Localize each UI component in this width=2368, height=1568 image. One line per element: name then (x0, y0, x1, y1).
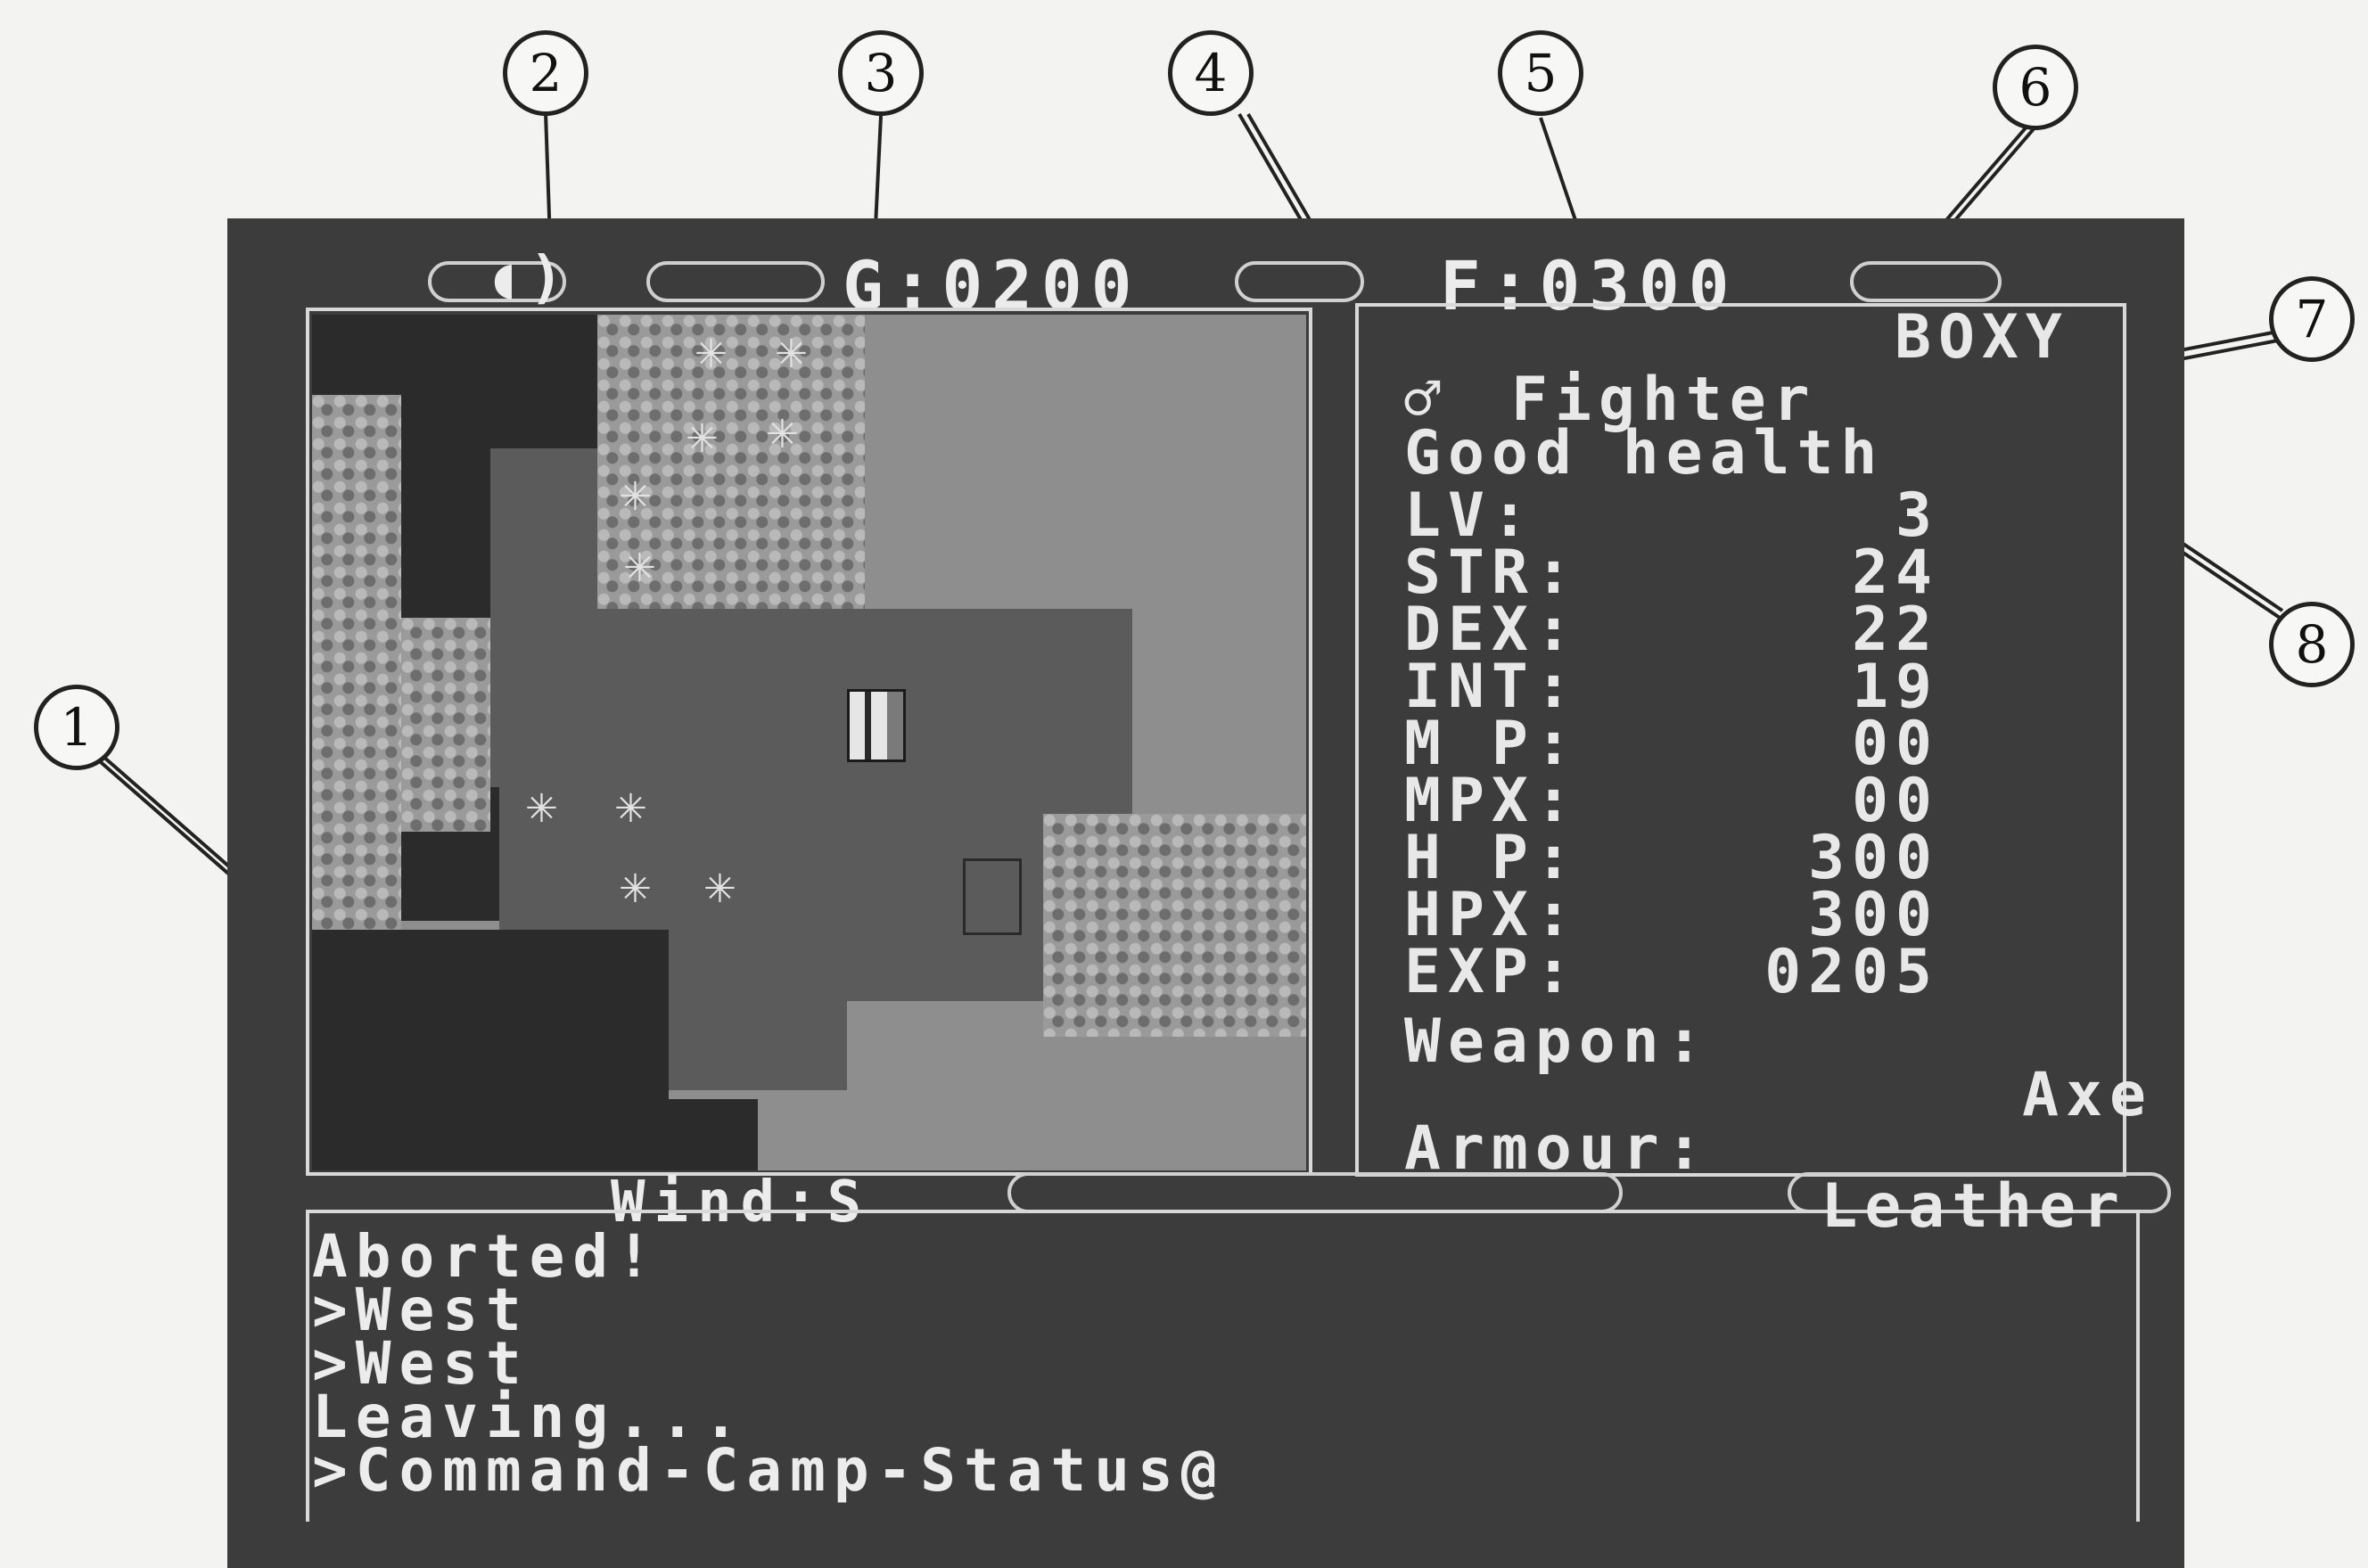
callout-7: 7 (2269, 276, 2355, 362)
tree-icon: ✳ (624, 533, 655, 594)
tree-icon: ✳ (687, 404, 718, 464)
armour-label: Armour: (1404, 1113, 1710, 1184)
gender-symbol: ♂ (1404, 365, 1448, 435)
hud-capsule (428, 261, 566, 302)
callout-6: 6 (1993, 45, 2078, 130)
hud-capsule (1235, 261, 1364, 302)
character-class: Fighter (1511, 365, 1817, 435)
stat-value: 0205 (1764, 937, 1939, 1007)
rocky-ground-tile (312, 395, 401, 939)
stat-label: DEX: (1404, 595, 1579, 665)
stat-value: 300 (1808, 880, 1939, 950)
character-name: BOXY (1895, 302, 2069, 373)
tree-icon: ✳ (526, 774, 557, 834)
tree-icon: ✳ (695, 319, 727, 380)
weapon-label: Weapon: (1404, 1006, 1710, 1077)
tree-icon: ✳ (704, 854, 736, 915)
status-frame (1355, 303, 2126, 1177)
stat-value: 22 (1852, 595, 1939, 665)
deep-water-tile (312, 1099, 758, 1170)
stat-value: 00 (1852, 709, 1939, 779)
stat-value: 3 (1895, 480, 1939, 551)
callout-5: 5 (1498, 30, 1583, 116)
callout-3: 3 (838, 30, 924, 116)
log-line: Aborted! (312, 1222, 660, 1291)
stat-value: 300 (1808, 823, 1939, 893)
hud-capsule (646, 261, 825, 302)
tree-icon: ✳ (615, 774, 646, 834)
stat-label: STR: (1404, 538, 1579, 608)
game-screen: ◖) G:0200 F:0300 ✳ ✳ ✳ ✳ ✳ ✳ ✳ ✳ ✳ ✳ BOX… (227, 218, 2184, 1568)
stat-label: INT: (1404, 652, 1579, 722)
callout-2: 2 (503, 30, 588, 116)
tree-icon: ✳ (620, 854, 651, 915)
log-line: >West (312, 1276, 530, 1344)
armour-value: Leather (1821, 1171, 2126, 1242)
stat-label: HPX: (1404, 880, 1579, 950)
stat-value: 24 (1852, 538, 1939, 608)
rocky-ground-tile (1043, 814, 1306, 1037)
wind-indicator: Wind:S (611, 1170, 871, 1236)
log-line: >West (312, 1329, 530, 1398)
weapon-value: Axe (2022, 1060, 2153, 1130)
stat-label: MPX: (1404, 766, 1579, 836)
callout-8: 8 (2269, 602, 2355, 687)
grassland-tile (669, 1001, 847, 1090)
message-log-frame (306, 1210, 2140, 1522)
stat-value: 19 (1852, 652, 1939, 722)
forest-ground-tile (597, 315, 865, 609)
stat-label: H P: (1404, 823, 1579, 893)
map-frame (306, 308, 1312, 1176)
speaker-icon[interactable]: ◖) (486, 245, 573, 311)
stat-label: M P: (1404, 709, 1579, 779)
stat-label: EXP: (1404, 937, 1579, 1007)
callout-4: 4 (1168, 30, 1254, 116)
player-character-icon (847, 689, 906, 762)
tree-icon: ✳ (767, 399, 798, 460)
hud-capsule (1007, 1172, 1623, 1213)
health-status: Good health (1404, 418, 1885, 488)
callout-1: 1 (34, 685, 119, 770)
tree-icon: ✳ (776, 319, 807, 380)
tree-icon: ✳ (620, 462, 651, 522)
stat-label: LV: (1404, 480, 1535, 551)
world-map[interactable]: ✳ ✳ ✳ ✳ ✳ ✳ ✳ ✳ ✳ ✳ (312, 315, 1306, 1170)
food-counter: F:0300 (1440, 246, 1739, 325)
log-line: Leaving... (312, 1383, 747, 1451)
hud-capsule (1850, 261, 2002, 302)
rocky-ground-tile (401, 618, 490, 832)
stat-value: 00 (1852, 766, 1939, 836)
building-tile (963, 858, 1022, 935)
command-prompt[interactable]: >Command-Camp-Status@ (312, 1436, 1225, 1505)
